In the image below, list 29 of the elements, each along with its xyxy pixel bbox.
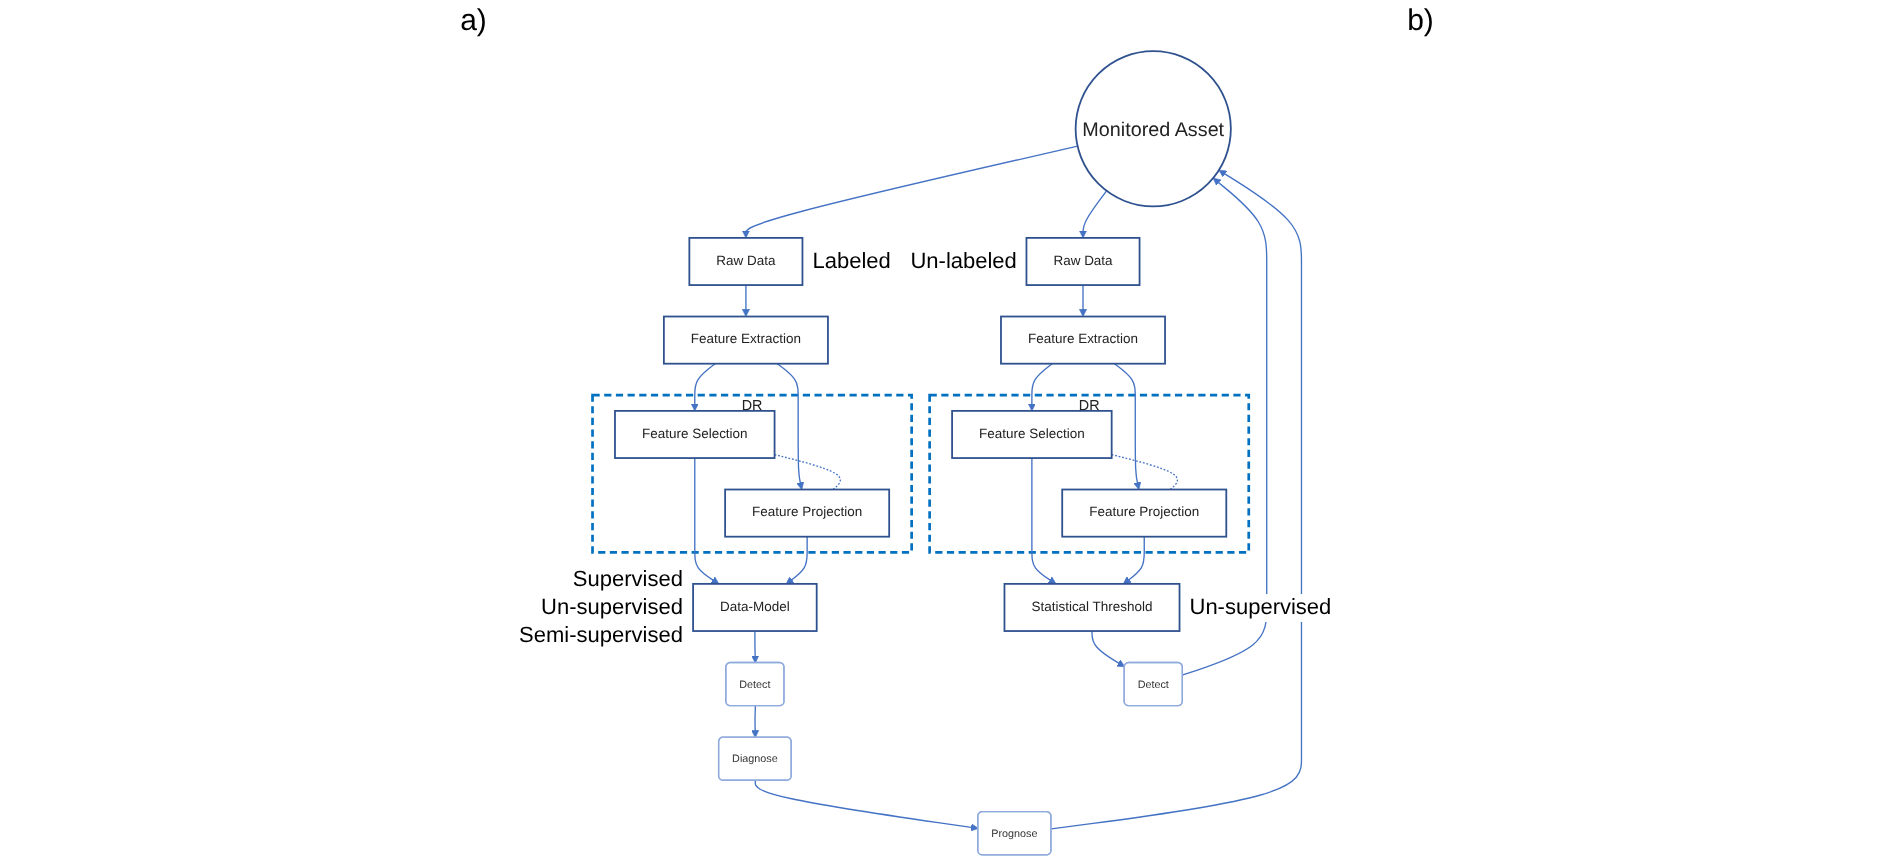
- arrow: [754, 780, 979, 832]
- side-note: Un-supervised: [1189, 593, 1332, 622]
- panel-label: b): [1407, 4, 1434, 38]
- side-note: Un-supervised: [539, 593, 683, 622]
- arrow: [1031, 457, 1057, 585]
- arrow: [751, 630, 760, 664]
- arrow: [1079, 190, 1108, 239]
- side-note: Supervised: [570, 565, 683, 594]
- side-note: Labeled: [812, 247, 891, 276]
- arrow: [751, 705, 760, 738]
- arrow: [741, 284, 750, 317]
- arrow: [1123, 536, 1145, 585]
- arrow: [694, 457, 720, 585]
- side-note: Un-labeled: [910, 247, 1017, 276]
- arrow: [1050, 169, 1303, 830]
- arrow: [1079, 284, 1087, 317]
- node-circle: Monitored Asset: [1074, 50, 1232, 208]
- panel-label: a): [460, 4, 487, 38]
- arrow: [1113, 363, 1142, 490]
- arrow: [785, 536, 808, 585]
- arrow: [690, 363, 716, 412]
- arrow: [1182, 177, 1268, 676]
- arrow: [1027, 363, 1053, 412]
- arrow: [1091, 630, 1125, 668]
- connector: [773, 453, 841, 491]
- connector: [1111, 453, 1179, 491]
- arrow: [741, 145, 1079, 239]
- side-note: Semi-supervised: [519, 621, 683, 650]
- arrow: [776, 363, 804, 490]
